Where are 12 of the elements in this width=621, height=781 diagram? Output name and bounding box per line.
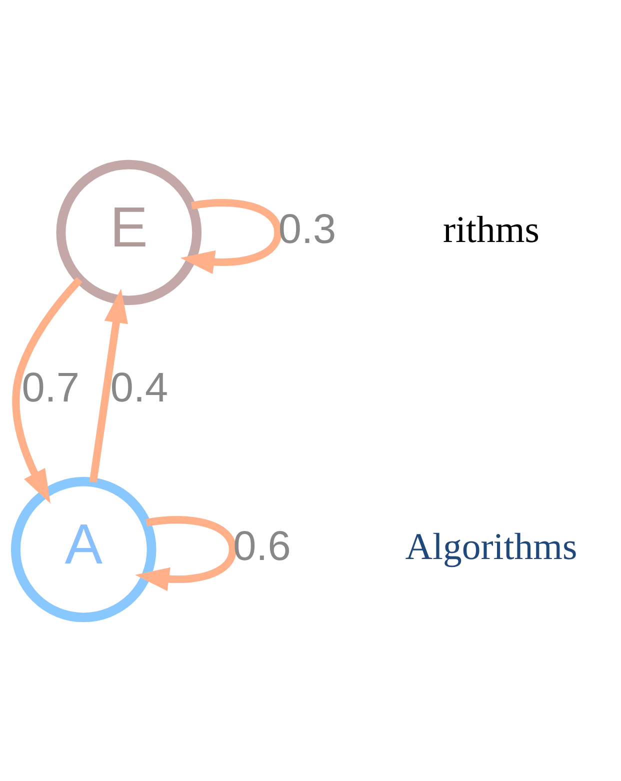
edge-label: 0.3 — [278, 204, 336, 252]
arrow — [12, 276, 82, 504]
arrow — [135, 516, 236, 591]
arrow — [180, 198, 282, 274]
edge-label: 0.6 — [233, 522, 291, 569]
node-circle: A — [10, 476, 156, 622]
edge-label: 0.7 — [22, 363, 80, 410]
node-circle: E — [56, 159, 202, 305]
label: rithms — [443, 208, 540, 250]
edge-label: 0.4 — [110, 363, 168, 410]
arrow — [89, 288, 128, 482]
label: Algorithms — [405, 525, 578, 568]
